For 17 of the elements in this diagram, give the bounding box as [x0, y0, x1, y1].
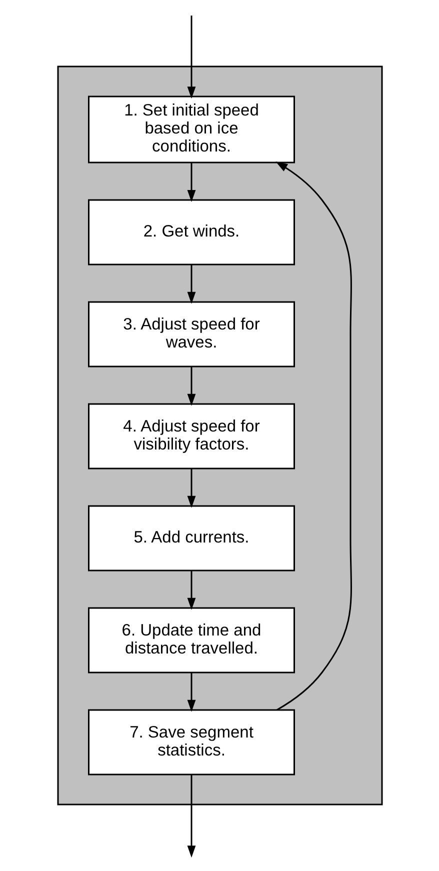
node-box: 4. Adjust speed for visibility factors.: [88, 403, 294, 470]
arrow: [186, 264, 196, 304]
node-box: 7. Save segment statistics.: [88, 709, 294, 776]
node-box: 3. Adjust speed for waves.: [88, 301, 294, 368]
cluster: [56, 66, 382, 806]
arrow: [186, 366, 196, 406]
node-box: 6. Update time and distance travelled.: [88, 607, 294, 674]
arrow: [275, 162, 352, 711]
node-box: 1. Set initial speed based on ice conditions.: [88, 96, 294, 164]
arrow: [186, 162, 196, 202]
arrow: [186, 468, 196, 508]
arrow: [186, 774, 196, 858]
arrow: [186, 16, 196, 99]
node-box: 2. Get winds.: [88, 199, 294, 266]
arrow: [186, 570, 196, 610]
node-box: 5. Add currents.: [88, 505, 294, 572]
arrow: [186, 672, 196, 712]
